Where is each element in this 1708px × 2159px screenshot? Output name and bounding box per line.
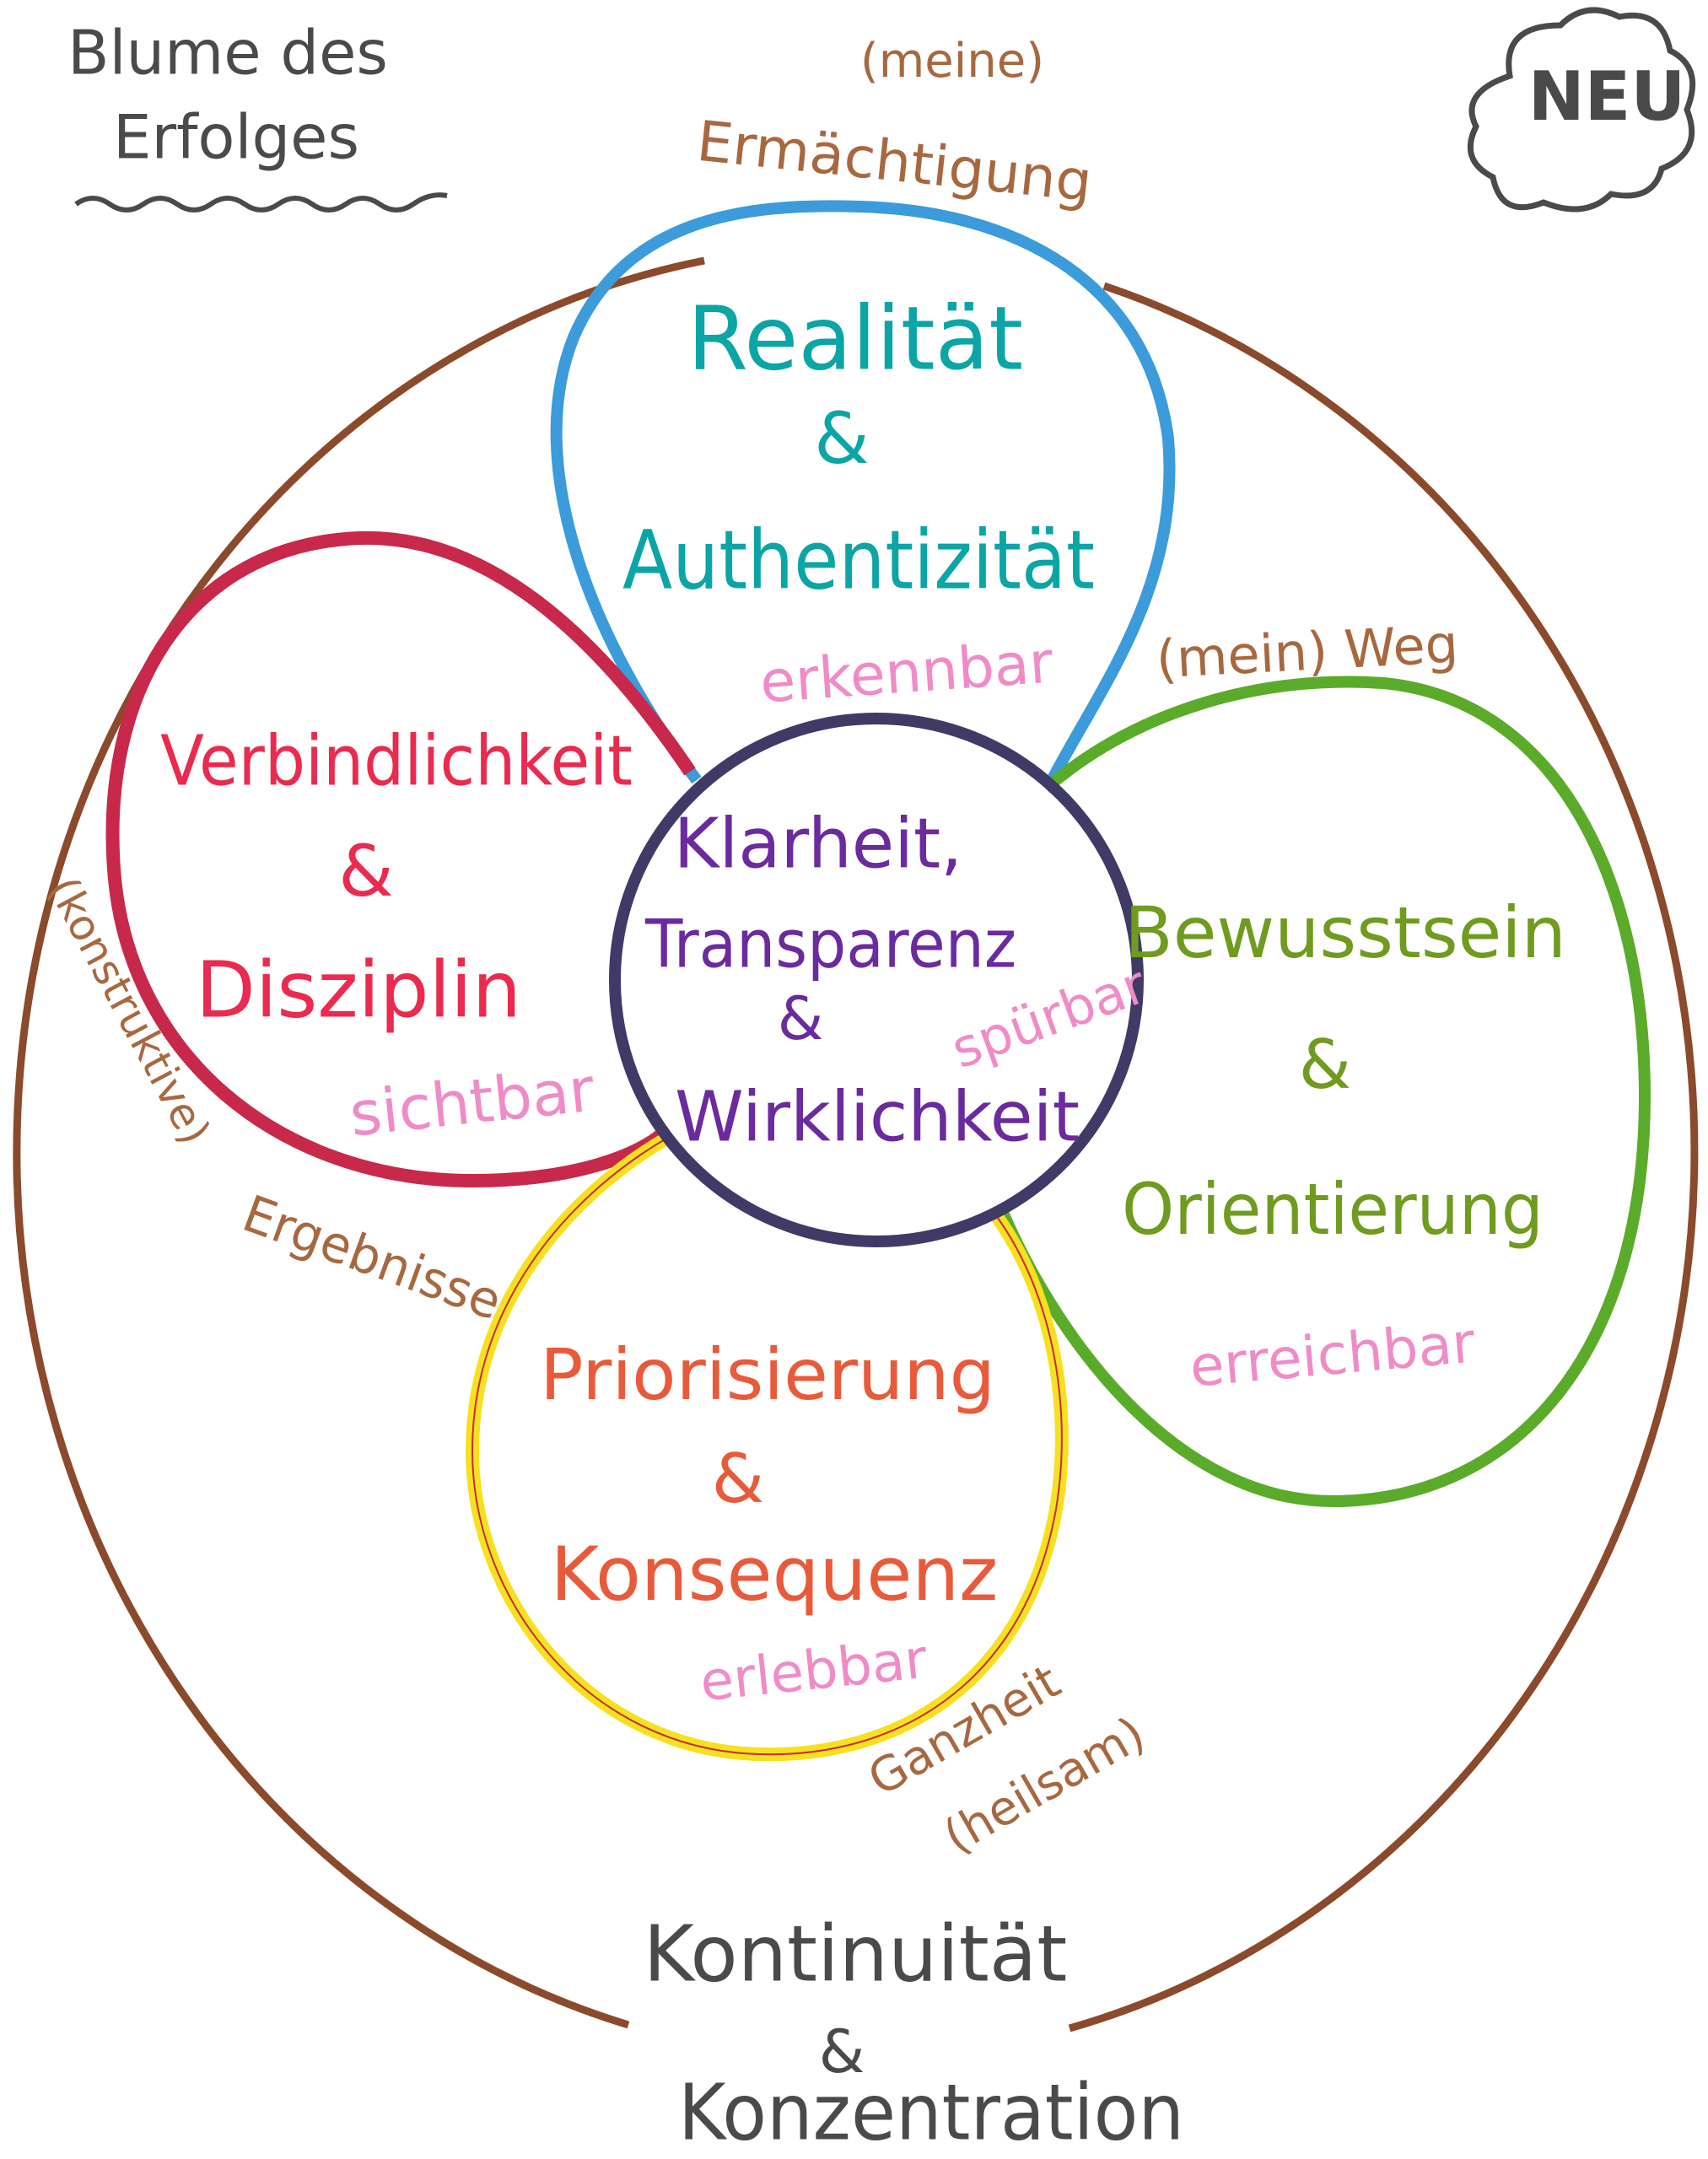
petal-top-line1: Realität (687, 287, 1023, 390)
petal-right-line1: Bewusstsein (1124, 891, 1566, 974)
petal-right-tag: erreichbar (1187, 1310, 1478, 1399)
center-line3: Wirklichkeit (675, 1077, 1080, 1157)
title-line2: Erfolges (113, 102, 359, 173)
left-label-line1: (konstruktive) (39, 870, 220, 1153)
petal-left-line1: Verbindlichkeit (160, 721, 633, 801)
petal-bottom-amp: & (712, 1440, 764, 1518)
petal-left-tag: sichtbar (347, 1054, 598, 1150)
left-label-line2: Ergebnisse (235, 1184, 509, 1332)
cloud-icon (1467, 7, 1696, 213)
petal-right-outline (998, 676, 1651, 1508)
center-amp: & (778, 984, 824, 1053)
petal-top-outline (550, 200, 1176, 790)
petal-right-line2: Orientierung (1122, 1168, 1544, 1251)
center-line1: Klarheit, (674, 804, 963, 884)
title-wavy-underline (74, 192, 448, 213)
petal-bottom-tag: erlebbar (698, 1629, 931, 1715)
center-circle (609, 713, 1144, 1247)
petal-bottom-line2: Konsequenz (551, 1531, 999, 1618)
bottom-label-line2: Konzentration (678, 2067, 1184, 2157)
petal-right-amp: & (1299, 1026, 1351, 1104)
neu-badge: NEU (1467, 7, 1696, 213)
petal-top-tag: erkennbar (758, 630, 1055, 717)
bottom-label-amp: & (819, 2017, 865, 2086)
top-label-line2: Ermächtigung (694, 109, 1095, 215)
petal-bottom-line1: Priorisierung (540, 1333, 995, 1416)
top-label-line1: (meine) (860, 34, 1044, 89)
petal-top-amp: & (814, 397, 870, 480)
petal-left-line2: Disziplin (196, 945, 521, 1035)
right-side-label: (mein) Weg (1155, 613, 1460, 691)
petal-left-amp: & (338, 830, 394, 913)
outer-ring-left (13, 256, 705, 2029)
petal-bottom-inner-line (471, 1138, 1063, 1756)
center-line2: Transparenz (644, 907, 1016, 983)
badge-text: NEU (1528, 57, 1686, 136)
petal-top-line2: Authentizität (622, 513, 1095, 607)
outer-ring-right (1068, 282, 1699, 2032)
title-line1: Blume des (67, 18, 388, 89)
bottom-label-line1: Kontinuität (644, 1909, 1068, 1999)
petal-left-outline (105, 530, 696, 1188)
